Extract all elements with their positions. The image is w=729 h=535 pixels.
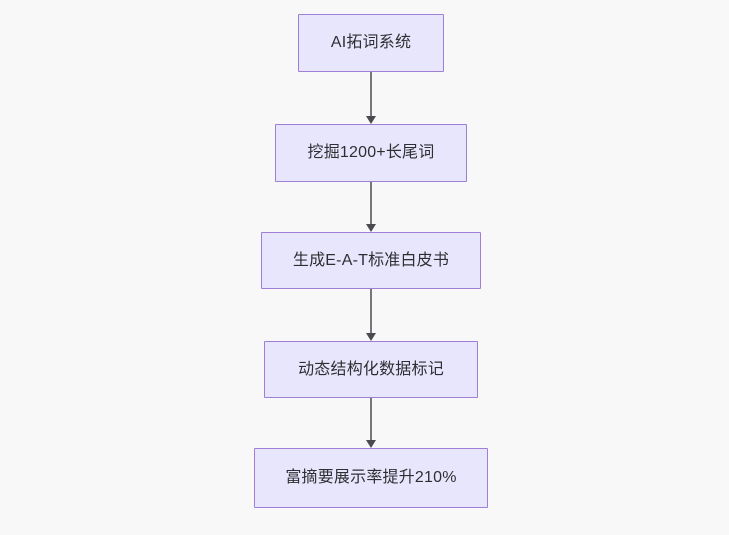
arrowhead-icon [365,440,376,448]
flow-node-label: AI拓词系统 [330,34,412,52]
arrowhead-icon [365,116,376,124]
flow-node-ai-keyword-system[interactable]: AI拓词系统 [298,14,444,72]
flow-node-rich-snippet-impression-lift[interactable]: 富摘要展示率提升210% [254,448,488,508]
edge-line [370,72,372,117]
flow-node-label: 生成E-A-T标准白皮书 [292,251,450,269]
edge-line [370,398,372,441]
flow-edge-1-to-2 [365,72,376,124]
edge-line [370,289,372,334]
arrowhead-icon [365,333,376,341]
flow-node-mine-longtail-keywords[interactable]: 挖掘1200+长尾词 [275,124,467,182]
flow-edge-4-to-5 [365,398,376,448]
flow-node-label: 动态结构化数据标记 [298,360,444,378]
flow-edge-2-to-3 [365,182,376,232]
flow-node-dynamic-structured-data-markup[interactable]: 动态结构化数据标记 [264,341,478,398]
arrowhead-icon [365,224,376,232]
flow-node-label: 富摘要展示率提升210% [285,469,457,487]
edge-line [370,182,372,225]
flow-node-label: 挖掘1200+长尾词 [307,144,435,162]
flow-edge-3-to-4 [365,289,376,341]
flow-node-generate-eat-whitepaper[interactable]: 生成E-A-T标准白皮书 [261,232,481,289]
